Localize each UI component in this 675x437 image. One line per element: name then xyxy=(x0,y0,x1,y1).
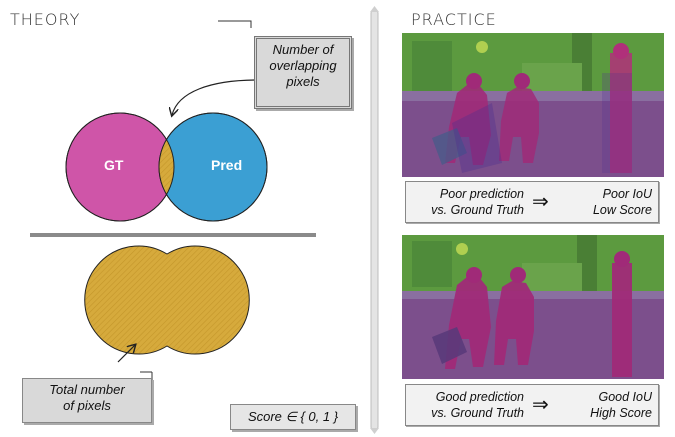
total-line2: of pixels xyxy=(63,398,111,413)
fraction-bar xyxy=(30,233,316,237)
good-left-line1: Good prediction xyxy=(435,390,524,404)
poor-left-line2: vs. Ground Truth xyxy=(431,203,524,217)
overlap-callout-bracket xyxy=(218,20,252,28)
poor-left-line1: Poor prediction xyxy=(439,187,524,201)
overlap-line3: pixels xyxy=(286,74,320,89)
good-right-line1: Good IoU xyxy=(598,390,652,404)
good-right-line2: High Score xyxy=(590,406,652,420)
good-left-line2: vs. Ground Truth xyxy=(431,406,524,420)
total-line1: Total number xyxy=(49,382,125,397)
good-prediction-image xyxy=(402,235,664,379)
overlap-line2: overlapping xyxy=(269,58,337,73)
score-box: Score ∈ { 0, 1 } xyxy=(230,404,356,430)
poor-right-line1: Poor IoU xyxy=(602,187,652,201)
good-implies-arrow: ⇒ xyxy=(532,394,549,416)
practice-heading: PRACTICE xyxy=(411,10,497,29)
poor-prediction-image xyxy=(402,33,664,177)
good-prediction-caption: Good prediction vs. Ground Truth ⇒ Good … xyxy=(405,384,659,426)
total-arrow xyxy=(117,345,135,363)
vertical-divider xyxy=(370,9,379,431)
overlap-line1: Number of xyxy=(272,42,334,57)
gt-label: GT xyxy=(104,157,124,173)
poor-right-line2: Low Score xyxy=(592,203,652,217)
overlap-arrow xyxy=(172,79,259,115)
union-shape xyxy=(84,245,250,355)
pred-label: Pred xyxy=(211,157,243,173)
total-pixels-box: Total number of pixels xyxy=(22,378,152,423)
theory-heading: THEORY xyxy=(10,10,81,29)
overlap-pixels-box: Number of overlapping pixels xyxy=(254,36,352,109)
poor-prediction-caption: Poor prediction vs. Ground Truth ⇒ Poor … xyxy=(405,181,659,223)
poor-implies-arrow: ⇒ xyxy=(532,191,549,213)
